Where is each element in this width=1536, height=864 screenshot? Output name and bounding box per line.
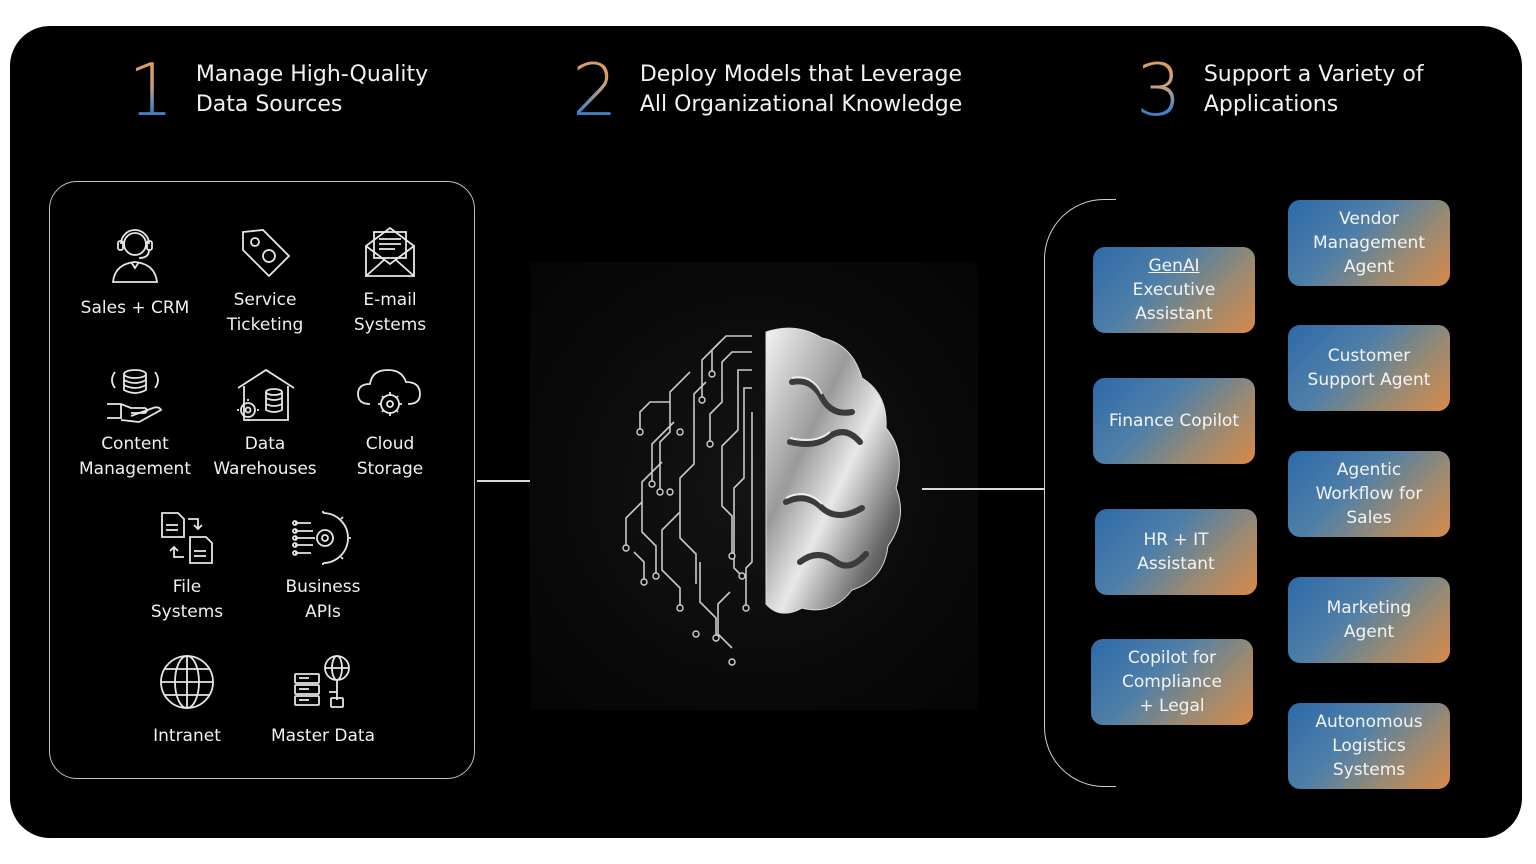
brain-icon bbox=[622, 327, 901, 666]
step-3-title: Support a Variety of Applications bbox=[1203, 62, 1424, 117]
chrome-half bbox=[765, 327, 901, 614]
headset-agent-icon bbox=[111, 229, 159, 283]
step-3-header: 3 Support a Variety of Applications bbox=[1136, 54, 1424, 126]
app-genai-executive-assistant: GenAI Executive Assistant bbox=[1093, 247, 1255, 333]
source-master-data: Master Data bbox=[258, 652, 388, 749]
hand-database-icon bbox=[107, 369, 163, 423]
source-sales-crm: Sales + CRM bbox=[70, 222, 200, 321]
source-data-warehouses: Data Warehouses bbox=[200, 364, 330, 482]
warehouse-icon bbox=[237, 368, 295, 421]
app-hr-it-assistant: HR + IT Assistant bbox=[1095, 509, 1257, 595]
brain-illustration bbox=[530, 262, 978, 710]
server-globe-icon bbox=[294, 655, 350, 708]
step-1-number: 1 bbox=[128, 48, 174, 132]
app-finance-copilot: Finance Copilot bbox=[1093, 378, 1255, 464]
app-vendor-management-agent: Vendor Management Agent bbox=[1288, 200, 1450, 286]
step-2-title: Deploy Models that Leverage All Organiza… bbox=[639, 62, 963, 117]
api-gear-icon bbox=[292, 511, 351, 565]
app-agentic-workflow-sales: Agentic Workflow for Sales bbox=[1288, 451, 1450, 537]
source-file-systems: File Systems bbox=[122, 507, 252, 625]
step-2-number: 2 bbox=[572, 48, 618, 132]
source-intranet: Intranet bbox=[122, 652, 252, 749]
app-marketing-agent: Marketing Agent bbox=[1288, 577, 1450, 663]
tag-icon bbox=[242, 229, 291, 278]
cloud-gear-icon bbox=[357, 369, 421, 416]
diagram-canvas: 1 Manage High-Quality Data Sources 2 Dep… bbox=[10, 26, 1522, 838]
source-business-apis: Business APIs bbox=[258, 507, 388, 625]
step-2-header: 2 Deploy Models that Leverage All Organi… bbox=[572, 54, 962, 126]
source-content-management: Content Management bbox=[70, 364, 200, 482]
envelope-icon bbox=[365, 226, 415, 277]
app-customer-support-agent: Customer Support Agent bbox=[1288, 325, 1450, 411]
step-1-title: Manage High-Quality Data Sources bbox=[195, 62, 429, 117]
app-copilot-compliance-legal: Copilot for Compliance + Legal bbox=[1091, 639, 1253, 725]
data-sources-panel: Sales + CRM Service Ticketing bbox=[49, 181, 475, 779]
source-cloud-storage: Cloud Storage bbox=[325, 364, 455, 482]
step-3-number: 3 bbox=[1136, 48, 1182, 132]
source-service-ticketing: Service Ticketing bbox=[200, 222, 330, 338]
app-autonomous-logistics-systems: Autonomous Logistics Systems bbox=[1288, 703, 1450, 789]
sources-to-model-arrow-line bbox=[477, 480, 577, 482]
step-1-header: 1 Manage High-Quality Data Sources bbox=[128, 54, 428, 126]
globe-icon bbox=[160, 655, 214, 709]
model-to-apps-line bbox=[922, 488, 1044, 490]
circuit-half bbox=[625, 335, 753, 649]
source-email-systems: E-mail Systems bbox=[325, 222, 455, 338]
file-transfer-icon bbox=[161, 512, 213, 564]
